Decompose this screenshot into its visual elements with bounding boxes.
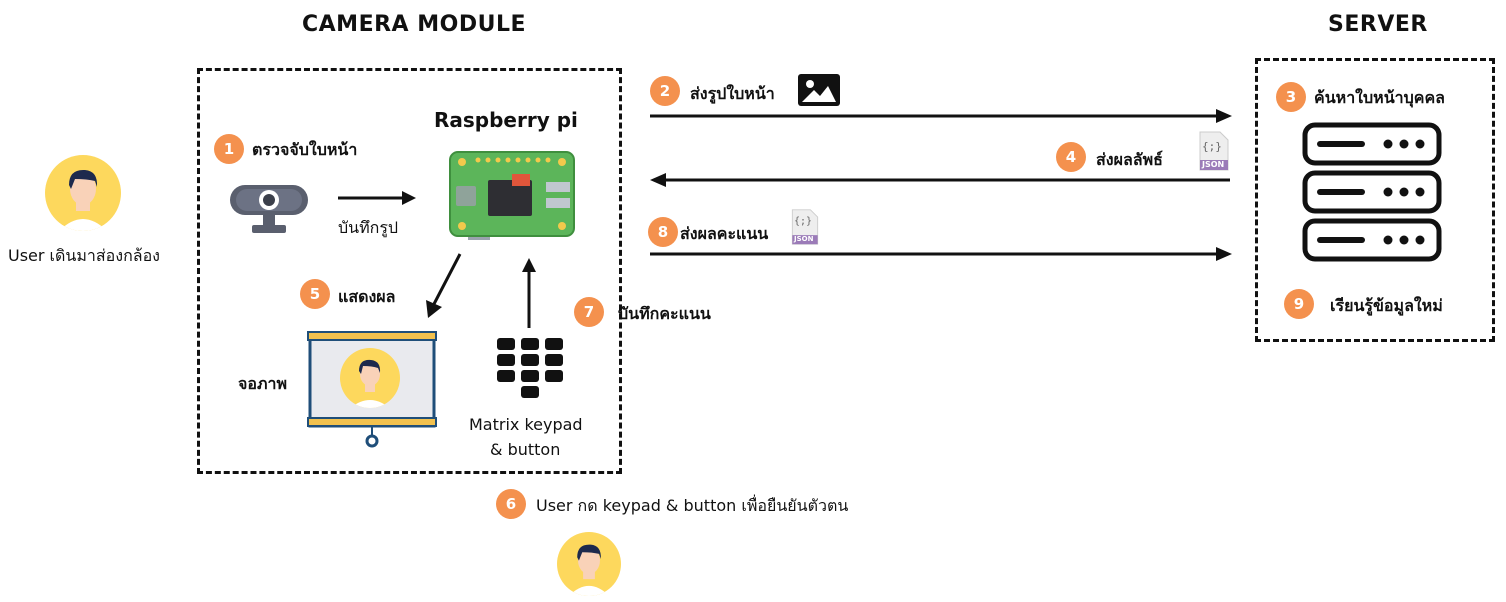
keypad-arrow: [522, 258, 536, 328]
step-badge-6: 6: [496, 489, 526, 519]
camera-module-box: [197, 68, 622, 474]
step-label-3: ค้นหาใบหน้าบุคคล: [1314, 88, 1445, 107]
step-badge-3: 3: [1276, 82, 1306, 112]
server-box: [1255, 58, 1495, 342]
user-avatar-icon: [45, 155, 121, 231]
json-badge: JSON: [794, 235, 814, 243]
server-title: SERVER: [1328, 12, 1428, 37]
json-badge: JSON: [1202, 160, 1225, 169]
user-walk-label: User เดินมาส่องกล้อง: [8, 246, 160, 265]
json-glyph: {;}: [794, 216, 813, 227]
raspberry-pi-board-icon: [449, 151, 575, 240]
projector-screen-icon: [307, 331, 437, 448]
server-rack-icon: [1302, 122, 1442, 262]
step-label-8: ส่งผลคะแนน: [680, 224, 769, 243]
step-label-5: แสดงผล: [338, 287, 396, 306]
image-icon: [798, 74, 840, 106]
step-badge-9: 9: [1284, 289, 1314, 319]
step-badge-2: 2: [650, 76, 680, 106]
send-image-arrow: [650, 109, 1232, 123]
step-badge-5: 5: [300, 279, 330, 309]
step-badge-1: 1: [214, 134, 244, 164]
step-label-4: ส่งผลลัพธ์: [1096, 150, 1163, 169]
step-label-1: ตรวจจับใบหน้า: [252, 140, 358, 159]
step-label-2: ส่งรูปใบหน้า: [690, 84, 775, 103]
step-badge-8: 8: [648, 217, 678, 247]
raspberry-pi-label: Raspberry pi: [434, 108, 578, 132]
user-avatar-icon: [557, 532, 621, 596]
step-badge-4: 4: [1056, 142, 1086, 172]
keypad-label-line2: & button: [490, 440, 561, 459]
step-label-6: User กด keypad & button เพื่อยืนยันตัวตน: [536, 496, 849, 515]
json-file-icon: {;} JSON: [1198, 130, 1230, 172]
keypad-icon: [497, 338, 563, 398]
step-label-7: บันทึกคะแนน: [618, 304, 711, 323]
step-badge-7: 7: [574, 297, 604, 327]
json-glyph: {;}: [1202, 140, 1222, 153]
camera-module-title: CAMERA MODULE: [302, 12, 526, 37]
send-result-arrow: [650, 173, 1230, 187]
send-score-arrow: [650, 247, 1232, 261]
webcam-icon: [230, 185, 308, 233]
capture-arrow: [338, 191, 416, 205]
step-label-9: เรียนรู้ข้อมูลใหม่: [1330, 296, 1443, 315]
screen-label: จอภาพ: [238, 374, 288, 393]
display-arrow: [426, 253, 462, 318]
capture-label: บันทึกรูป: [338, 218, 399, 237]
keypad-label-line1: Matrix keypad: [469, 415, 583, 434]
json-file-icon: {;} JSON: [790, 208, 820, 246]
